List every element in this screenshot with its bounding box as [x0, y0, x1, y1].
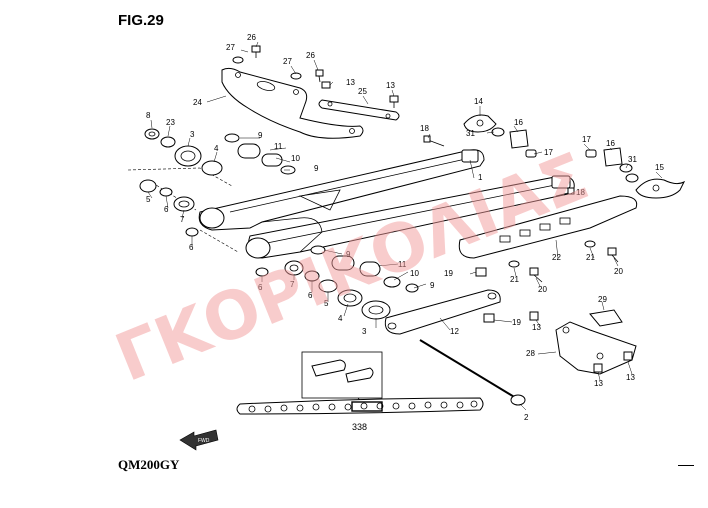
- chain-guard-24: [221, 67, 364, 139]
- part-number: 5: [146, 195, 151, 204]
- chain-adjuster-15: [635, 178, 686, 199]
- part-number: 21: [510, 275, 519, 284]
- part-number: 6: [258, 283, 263, 292]
- swing-arm-1: [198, 149, 575, 259]
- part-number: 11: [274, 142, 283, 151]
- part-number: 9: [346, 250, 351, 259]
- part-number: 21: [586, 253, 595, 262]
- part-number: 19: [512, 318, 521, 327]
- drive-chain: [236, 397, 484, 415]
- part-number: 18: [420, 124, 429, 133]
- part-number: 17: [582, 135, 591, 144]
- part-number: 20: [614, 267, 623, 276]
- chain-part-number: 338: [352, 422, 367, 432]
- figure-title: FIG.29: [118, 12, 164, 29]
- part-number: 24: [193, 98, 202, 107]
- part-number: 28: [526, 349, 535, 358]
- part-number: 9: [430, 281, 435, 290]
- part-number: 4: [214, 144, 219, 153]
- part-number: 13: [532, 323, 541, 332]
- part-number: 3: [190, 130, 195, 139]
- part-number: 1: [478, 173, 483, 182]
- axle-2: [419, 339, 526, 406]
- bolts-20-21: [508, 240, 619, 283]
- part-number: 6: [189, 243, 194, 252]
- part-number: 25: [358, 87, 367, 96]
- page-marker-dash: [678, 465, 694, 466]
- part-number: 26: [247, 33, 256, 42]
- part-number: 10: [291, 154, 300, 163]
- master-link-inset: [301, 351, 383, 409]
- part-number: 12: [450, 327, 459, 336]
- part-number: 15: [655, 163, 664, 172]
- part-number: 9: [258, 131, 263, 140]
- part-number: 7: [290, 280, 295, 289]
- forward-badge: FWD: [198, 438, 210, 444]
- model-name: QM200GY: [118, 457, 180, 472]
- part-number: 6: [164, 205, 169, 214]
- bolts-top: [232, 45, 399, 108]
- forward-arrow-icon: FWD: [179, 429, 219, 451]
- part-number: 8: [146, 111, 151, 120]
- bracket-28: [529, 309, 637, 375]
- part-number: 7: [180, 215, 185, 224]
- part-number: 3: [362, 327, 367, 336]
- part-number: 9: [314, 164, 319, 173]
- torque-link-12: [384, 267, 501, 335]
- part-number: 18: [576, 188, 585, 197]
- bracket-25: [318, 99, 400, 121]
- part-number: 29: [598, 295, 607, 304]
- part-number: 20: [538, 285, 547, 294]
- part-number: 14: [474, 97, 483, 106]
- part-number: 13: [626, 373, 635, 382]
- part-number: 6: [308, 291, 313, 300]
- part-number: 17: [544, 148, 553, 157]
- part-number: 5: [324, 299, 329, 308]
- part-number: 16: [514, 118, 523, 127]
- part-number: 13: [594, 379, 603, 388]
- spacers-16-17: [509, 129, 639, 183]
- pivot-parts-upper: [139, 128, 296, 237]
- part-number: 10: [410, 269, 419, 278]
- bolt-18: [423, 135, 575, 197]
- part-number: 27: [226, 43, 235, 52]
- pivot-parts-lower: [255, 245, 419, 320]
- part-number: 31: [628, 155, 637, 164]
- part-numbers: 27 26 27 26 13 13 25 24 14 8 23 3 9 11 1…: [146, 33, 664, 422]
- part-number: 13: [346, 78, 355, 87]
- part-number: 11: [398, 260, 407, 269]
- part-number: 16: [606, 139, 615, 148]
- part-number: 2: [524, 413, 529, 422]
- part-number: 22: [552, 253, 561, 262]
- part-number: 19: [444, 269, 453, 278]
- leader-lines: [147, 41, 663, 411]
- part-number: 4: [338, 314, 343, 323]
- part-number: 13: [386, 81, 395, 90]
- chain-slider-22: [458, 195, 638, 259]
- chain-adjuster-14: [463, 114, 505, 137]
- part-number: 31: [466, 129, 475, 138]
- part-number: 23: [166, 118, 175, 127]
- part-number: 27: [283, 57, 292, 66]
- part-number: 26: [306, 51, 315, 60]
